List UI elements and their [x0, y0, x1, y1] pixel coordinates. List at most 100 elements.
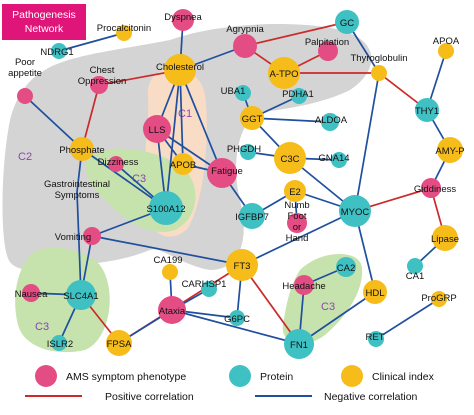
node-s100a12[interactable]: S100A12: [146, 191, 186, 225]
node-e2-marker: [284, 180, 306, 202]
node-phosphate[interactable]: Phosphate: [59, 137, 105, 161]
node-ft3-label: FT3: [234, 261, 251, 272]
node-giddiness-label: Giddiness: [414, 184, 456, 195]
node-e2[interactable]: E2: [284, 180, 306, 202]
node-c3c[interactable]: C3C: [274, 142, 306, 174]
node-ndrg1[interactable]: NDRG1: [40, 43, 74, 59]
node-gna14[interactable]: GNA14: [318, 152, 350, 168]
node-uba1[interactable]: UBA1: [221, 85, 251, 101]
node-cholesterol-marker: [164, 54, 196, 86]
node-thy1-label: THY1: [415, 106, 439, 117]
node-hdl-label: HDL: [365, 288, 384, 299]
node-lipase-label: Lipase: [431, 234, 459, 245]
node-pdha1[interactable]: PDHA1: [282, 88, 314, 104]
legend-protein-swatch: [229, 365, 251, 387]
node-dyspnea[interactable]: Dyspnea: [164, 9, 202, 31]
node-ataxia-label: Ataxia: [159, 306, 186, 317]
node-cholesterol[interactable]: Cholesterol: [156, 54, 204, 86]
node-numb-foot-or-hand-label-line: Foot: [287, 211, 306, 222]
node-progrp-marker: [431, 291, 447, 307]
node-thyroglobulin[interactable]: Thyroglobulin: [350, 53, 408, 81]
node-fpsa[interactable]: FPSA: [106, 330, 132, 356]
node-apoa-label: APOA: [433, 36, 460, 47]
node-gastrointestinal-symptoms-label-line: Symptoms: [55, 190, 100, 201]
node-pdha1-label: PDHA1: [282, 89, 314, 100]
node-aldoa[interactable]: ALDOA: [315, 113, 348, 131]
node-giddiness[interactable]: Giddiness: [414, 178, 456, 198]
node-lipase[interactable]: Lipase: [431, 225, 459, 251]
node-a-tpo[interactable]: A-TPO: [268, 57, 300, 89]
node-islr2-marker: [51, 335, 67, 351]
node-ret[interactable]: RET: [366, 331, 385, 347]
node-poor-appetite-label-line: Poor: [15, 57, 35, 68]
node-ca199-label: CA199: [153, 255, 182, 266]
node-dizziness-marker: [108, 156, 124, 172]
node-ndrg1-marker: [51, 43, 67, 59]
node-slc4a1[interactable]: SLC4A1: [63, 280, 99, 310]
node-igfbp7-label: IGFBP7: [235, 212, 269, 223]
node-gc-label: GC: [340, 18, 354, 29]
edge-hdl-fn1: [298, 291, 376, 345]
node-thyroglobulin-marker: [371, 65, 387, 81]
node-aldoa-label: ALDOA: [315, 115, 348, 126]
node-ft3[interactable]: FT3: [226, 249, 258, 281]
node-poor-appetite-label-line: appetite: [8, 68, 42, 79]
node-ndrg1-label: NDRG1: [40, 47, 73, 58]
node-palpitation[interactable]: Palpitation: [305, 37, 349, 61]
node-igfbp7[interactable]: IGFBP7: [235, 203, 269, 229]
node-fatigue[interactable]: Fatigue: [207, 158, 243, 188]
node-thy1[interactable]: THY1: [415, 98, 439, 122]
node-ggt-marker: [240, 106, 264, 130]
node-dyspnea-marker: [172, 9, 194, 31]
node-g6pc-marker: [229, 310, 245, 326]
node-dizziness[interactable]: Dizziness: [98, 156, 139, 172]
legend-symptom-label: AMS symptom phenotype: [66, 371, 186, 383]
node-procalcitonin-marker: [116, 25, 132, 41]
node-headache[interactable]: Headache: [282, 275, 326, 295]
legend-symptom-swatch: [35, 365, 57, 387]
node-fn1[interactable]: FN1: [284, 329, 314, 359]
node-g6pc[interactable]: G6PC: [224, 310, 250, 326]
cluster-label-c3c: C3: [321, 301, 335, 313]
node-apob[interactable]: APOB: [170, 153, 196, 175]
node-carhsp1-marker: [201, 281, 217, 297]
node-phgdh[interactable]: PHGDH: [227, 144, 261, 160]
node-progrp[interactable]: ProGRP: [421, 291, 457, 307]
node-vomiting[interactable]: Vomiting: [55, 227, 101, 245]
node-agrypnia-marker: [233, 34, 257, 58]
node-ataxia[interactable]: Ataxia: [158, 296, 186, 324]
node-phgdh-label: PHGDH: [227, 144, 261, 155]
node-agrypnia[interactable]: Agrypnia: [226, 24, 264, 58]
node-ca1-label: CA1: [406, 271, 424, 282]
node-numb-foot-or-hand-label-line: Hand: [286, 233, 309, 244]
node-progrp-label: ProGRP: [421, 293, 456, 304]
edge-ggt-aldoa: [251, 117, 331, 123]
node-hdl[interactable]: HDL: [363, 280, 387, 304]
node-ca1[interactable]: CA1: [406, 258, 424, 282]
node-ca2[interactable]: CA2: [336, 257, 356, 277]
node-nausea[interactable]: Nausea: [15, 284, 48, 302]
node-vomiting-label: Vomiting: [55, 232, 91, 243]
node-ft3-marker: [226, 249, 258, 281]
node-lls[interactable]: LLS: [143, 115, 171, 143]
node-myoc[interactable]: MYOC: [339, 195, 371, 227]
node-dyspnea-label: Dyspnea: [164, 12, 202, 23]
node-ggt[interactable]: GGT: [240, 106, 264, 130]
node-carhsp1[interactable]: CARHSP1: [182, 279, 227, 297]
node-ggt-label: GGT: [242, 114, 263, 125]
node-procalcitonin[interactable]: Procalcitonin: [97, 23, 151, 41]
node-ca199[interactable]: CA199: [153, 255, 183, 280]
node-fpsa-label: FPSA: [107, 339, 132, 350]
node-amy-p[interactable]: AMY-P: [435, 137, 465, 163]
node-apoa-marker: [438, 43, 454, 59]
node-apoa[interactable]: APOA: [433, 36, 460, 59]
node-islr2[interactable]: ISLR2: [47, 335, 73, 351]
node-gc[interactable]: GC: [335, 10, 359, 34]
